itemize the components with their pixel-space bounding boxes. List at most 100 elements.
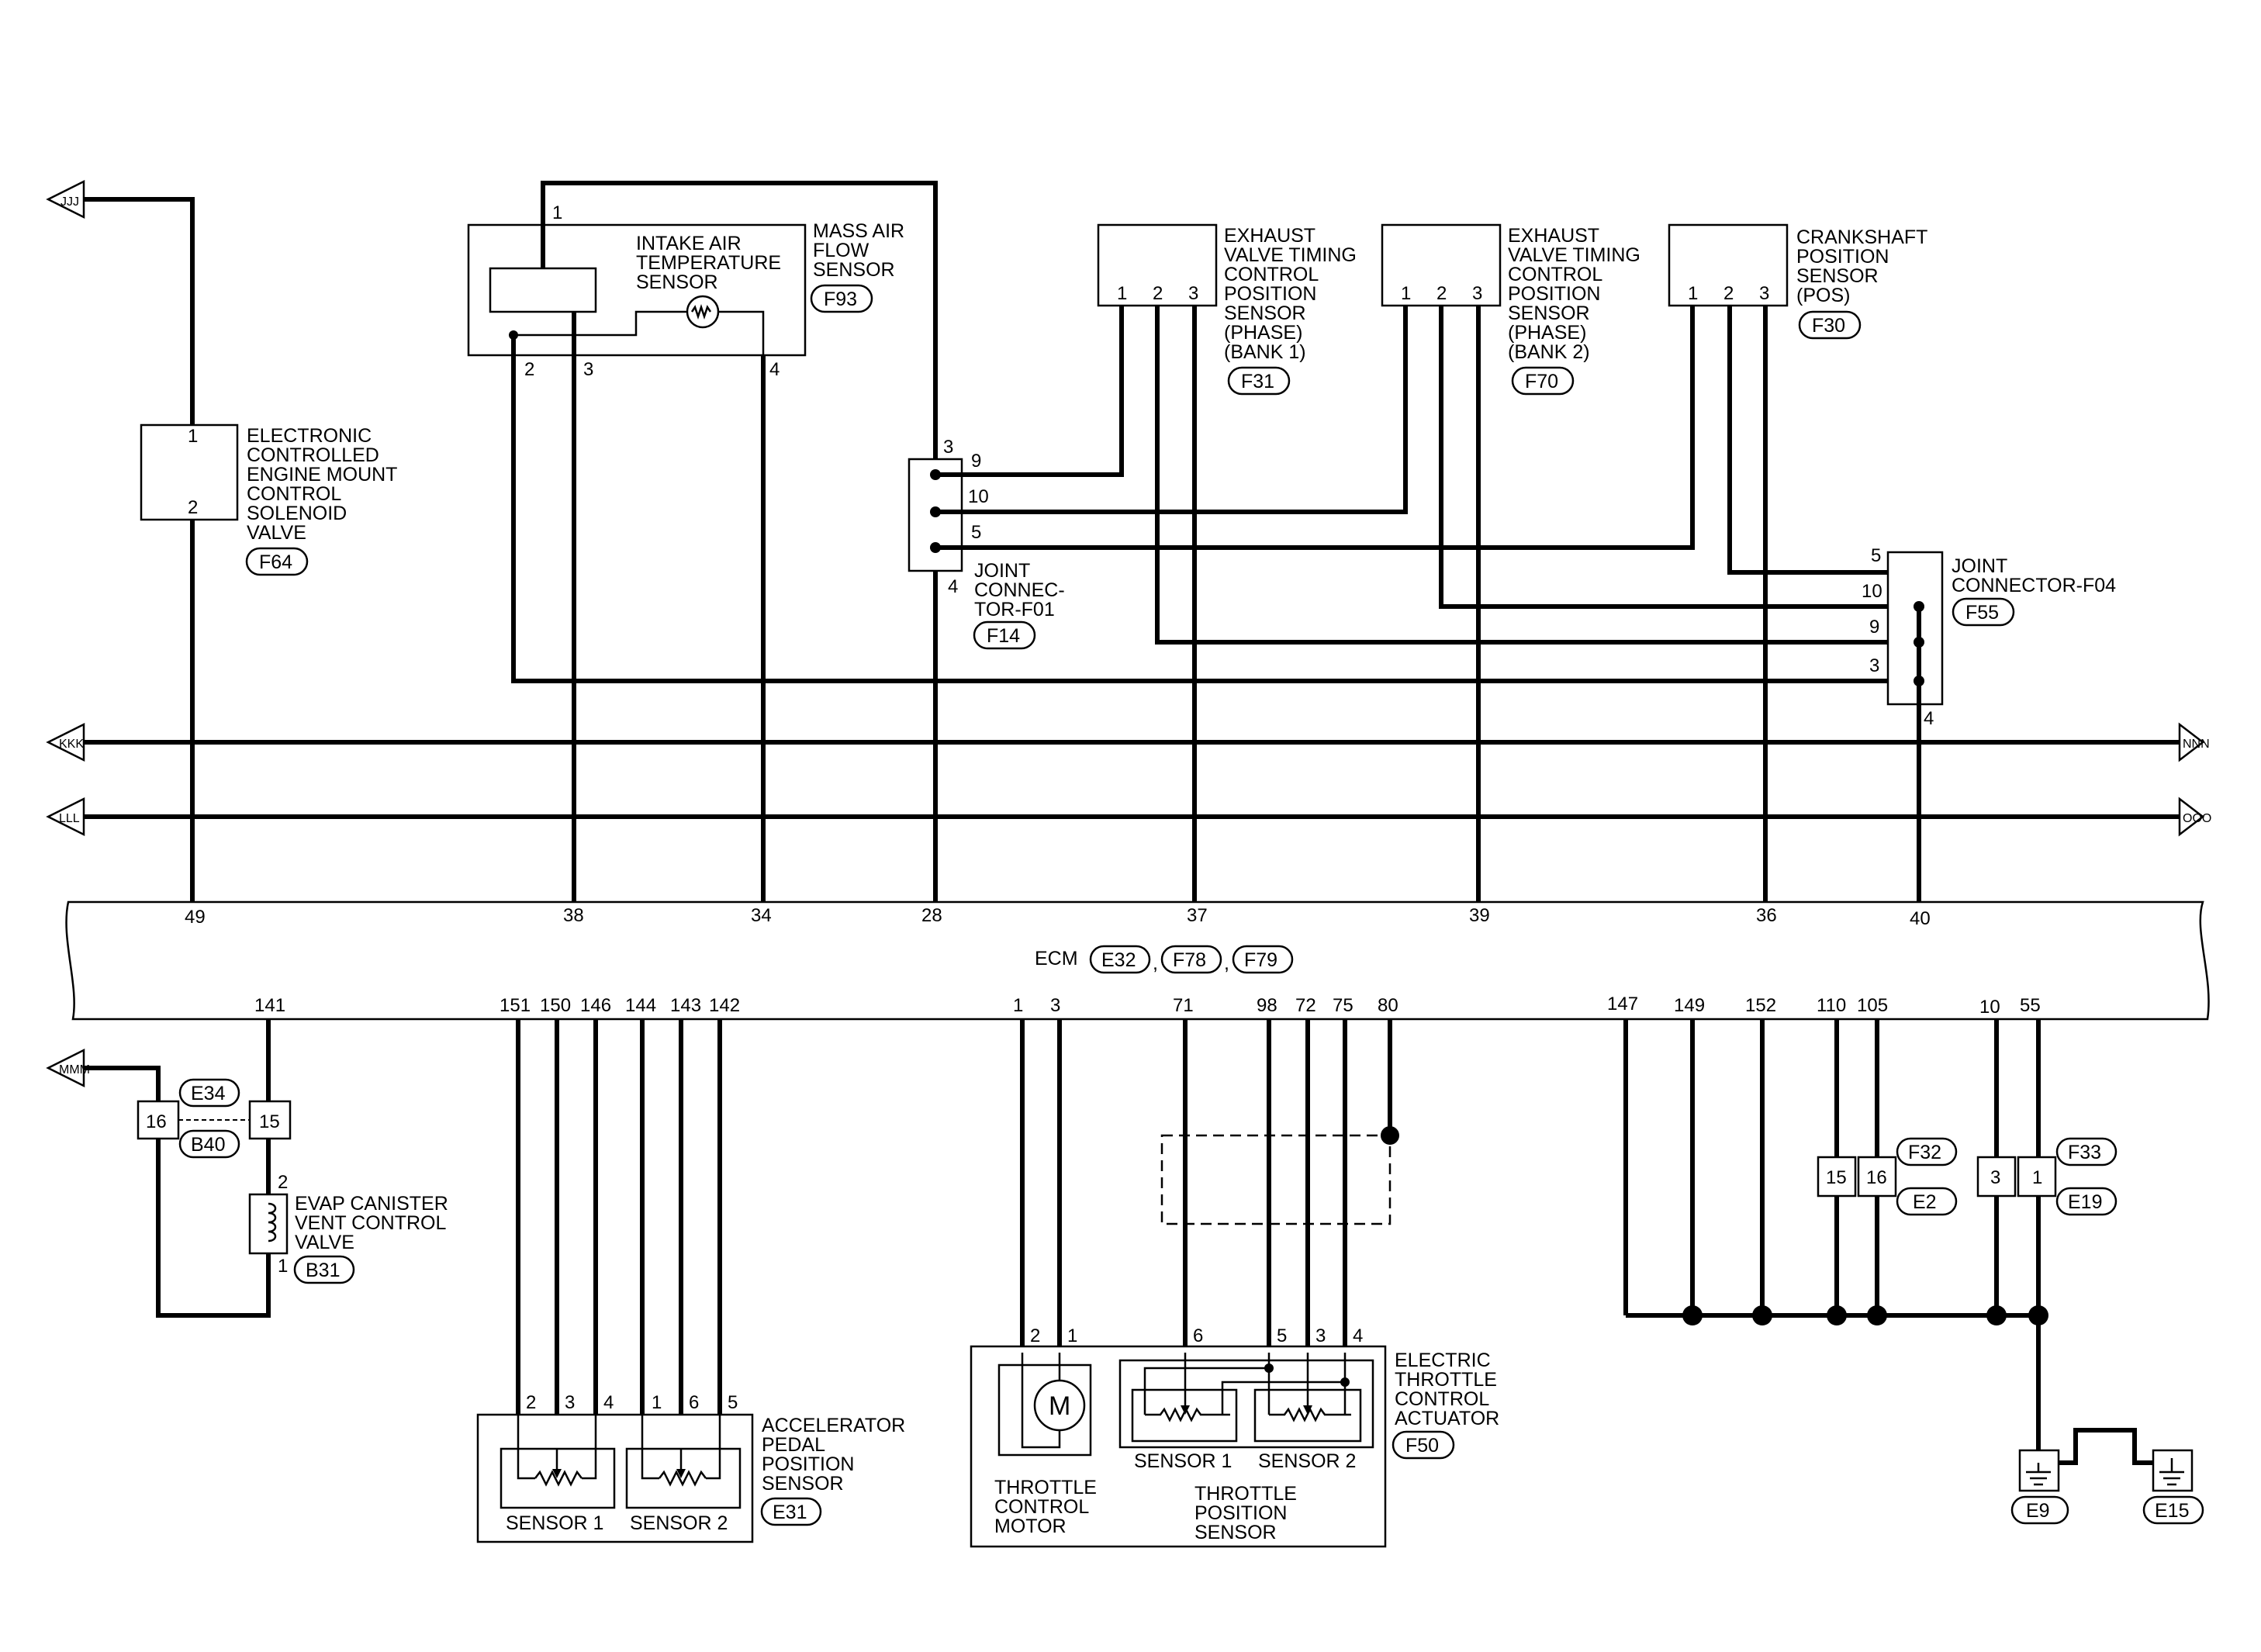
- svg-text:CONNEC-: CONNEC-: [974, 579, 1065, 601]
- svg-text:71: 71: [1173, 995, 1194, 1016]
- svg-text:141: 141: [254, 995, 285, 1016]
- svg-text:16: 16: [146, 1111, 167, 1132]
- svg-text:E32: E32: [1101, 949, 1136, 971]
- harness-arrow-jjj: JJJ: [46, 179, 195, 902]
- svg-text:5: 5: [728, 1392, 738, 1413]
- svg-text:THROTTLE: THROTTLE: [1194, 1483, 1297, 1505]
- svg-text:10: 10: [1979, 997, 2000, 1018]
- svg-text:(BANK 1): (BANK 1): [1224, 341, 1306, 363]
- svg-text:VALVE TIMING: VALVE TIMING: [1224, 244, 1357, 266]
- crankshaft-position-sensor: 1 2 3 CRANKSHAFT POSITION SENSOR (POS) F…: [1668, 223, 1927, 340]
- svg-text:(POS): (POS): [1796, 285, 1850, 306]
- svg-text:2: 2: [188, 497, 198, 518]
- svg-text:EXHAUST: EXHAUST: [1224, 225, 1315, 247]
- svg-text:40: 40: [1910, 908, 1931, 929]
- svg-text:2: 2: [1153, 283, 1163, 304]
- svg-text:,: ,: [1224, 952, 1229, 974]
- harness-arrow-kkk: KKK: [46, 722, 85, 762]
- svg-text:SENSOR: SENSOR: [1224, 302, 1306, 324]
- svg-text:1: 1: [652, 1392, 662, 1413]
- svg-text:CONTROL: CONTROL: [994, 1496, 1089, 1518]
- svg-text:55: 55: [2020, 995, 2041, 1016]
- electric-throttle-control-actuator: M 2 1 6 5 3 4 SENSOR 1 SENSOR 2 THROTTLE…: [970, 1019, 1499, 1548]
- svg-text:16: 16: [1866, 1167, 1887, 1188]
- svg-text:ECM: ECM: [1035, 948, 1078, 969]
- joint-connector-f01: 3 9 10 5 4 JOINT CONNEC- TOR-F01 F14: [908, 437, 1065, 650]
- svg-text:ELECTRONIC: ELECTRONIC: [247, 425, 372, 447]
- svg-text:4: 4: [769, 359, 780, 380]
- svg-text:F50: F50: [1405, 1435, 1439, 1457]
- evap-canister-vent-valve: 2 1 EVAP CANISTER VENT CONTROL VALVE B31: [248, 1172, 448, 1284]
- svg-text:E2: E2: [1913, 1191, 1937, 1213]
- svg-text:6: 6: [1193, 1325, 1203, 1346]
- svg-text:2: 2: [1436, 283, 1447, 304]
- svg-text:F32: F32: [1908, 1142, 1941, 1163]
- svg-text:80: 80: [1378, 995, 1398, 1016]
- svg-text:E31: E31: [773, 1502, 807, 1523]
- svg-text:E19: E19: [2068, 1191, 2102, 1213]
- svg-text:,: ,: [1153, 952, 1158, 974]
- svg-text:SENSOR: SENSOR: [1508, 302, 1590, 324]
- engine-mount-solenoid: 1 2 ELECTRONIC CONTROLLED ENGINE MOUNT C…: [140, 423, 397, 576]
- svg-text:KKK: KKK: [59, 738, 84, 751]
- svg-text:1: 1: [1013, 995, 1023, 1016]
- svg-text:B40: B40: [191, 1134, 225, 1156]
- svg-text:38: 38: [563, 905, 584, 926]
- svg-text:37: 37: [1187, 905, 1208, 926]
- svg-text:2: 2: [524, 359, 534, 380]
- svg-text:3: 3: [565, 1392, 575, 1413]
- svg-text:110: 110: [1817, 995, 1846, 1016]
- svg-text:F31: F31: [1241, 371, 1274, 392]
- svg-text:CONTROL: CONTROL: [1508, 264, 1602, 285]
- svg-text:E15: E15: [2155, 1500, 2189, 1522]
- svg-text:CONNECTOR-F04: CONNECTOR-F04: [1952, 575, 2116, 596]
- svg-text:3: 3: [1188, 283, 1198, 304]
- svg-text:SENSOR: SENSOR: [813, 259, 895, 281]
- ground-network: 15 16 F32 E2 3 1 F33 E19 E9 E15: [1623, 1019, 2204, 1525]
- svg-text:TEMPERATURE: TEMPERATURE: [636, 252, 781, 274]
- svg-text:EXHAUST: EXHAUST: [1508, 225, 1599, 247]
- svg-text:FLOW: FLOW: [813, 240, 869, 261]
- svg-text:6: 6: [689, 1392, 699, 1413]
- svg-text:143: 143: [670, 995, 701, 1016]
- svg-text:(BANK 2): (BANK 2): [1508, 341, 1590, 363]
- svg-text:3: 3: [1990, 1167, 2000, 1188]
- svg-text:39: 39: [1469, 905, 1490, 926]
- svg-text:NNN: NNN: [2183, 738, 2210, 751]
- svg-text:1: 1: [278, 1256, 288, 1277]
- svg-text:146: 146: [580, 995, 611, 1016]
- svg-text:MMM: MMM: [59, 1063, 90, 1077]
- svg-text:JOINT: JOINT: [974, 560, 1030, 582]
- svg-text:15: 15: [1826, 1167, 1847, 1188]
- svg-text:10: 10: [1862, 581, 1882, 602]
- svg-text:3: 3: [1759, 283, 1769, 304]
- svg-text:VALVE: VALVE: [247, 522, 306, 544]
- svg-text:1: 1: [1067, 1325, 1077, 1346]
- mass-air-flow-sensor: 1 2 3 4 INTAKE AIR TEMPERATURE SENSOR MA…: [467, 202, 904, 380]
- svg-text:POSITION: POSITION: [1194, 1502, 1287, 1524]
- evap-connector: 16 15 E34 B40: [137, 1078, 292, 1159]
- svg-text:SENSOR: SENSOR: [762, 1473, 844, 1495]
- svg-text:2: 2: [278, 1172, 288, 1193]
- exhaust-valve-timing-sensor-bank2: 1 2 3 EXHAUST VALVE TIMING CONTROL POSIT…: [1381, 223, 1640, 396]
- svg-text:1: 1: [552, 202, 562, 223]
- svg-text:M: M: [1049, 1391, 1070, 1421]
- svg-text:CONTROLLED: CONTROLLED: [247, 444, 379, 466]
- svg-text:CRANKSHAFT: CRANKSHAFT: [1796, 226, 1927, 248]
- svg-text:5: 5: [1277, 1325, 1287, 1346]
- svg-text:POSITION: POSITION: [1796, 246, 1889, 268]
- svg-text:9: 9: [1869, 617, 1879, 638]
- harness-arrow-mmm: MMM: [46, 1048, 90, 1088]
- svg-text:151: 151: [500, 995, 531, 1016]
- svg-text:POSITION: POSITION: [1224, 283, 1316, 305]
- svg-text:(PHASE): (PHASE): [1508, 322, 1586, 344]
- svg-text:2: 2: [526, 1392, 536, 1413]
- svg-text:1: 1: [1401, 283, 1411, 304]
- svg-text:ACCELERATOR: ACCELERATOR: [762, 1415, 905, 1436]
- svg-text:EVAP CANISTER: EVAP CANISTER: [295, 1193, 448, 1215]
- svg-text:49: 49: [185, 907, 206, 928]
- svg-text:2: 2: [1030, 1325, 1040, 1346]
- svg-text:SENSOR: SENSOR: [1796, 265, 1879, 287]
- svg-text:152: 152: [1745, 995, 1776, 1016]
- svg-text:3: 3: [1869, 655, 1879, 676]
